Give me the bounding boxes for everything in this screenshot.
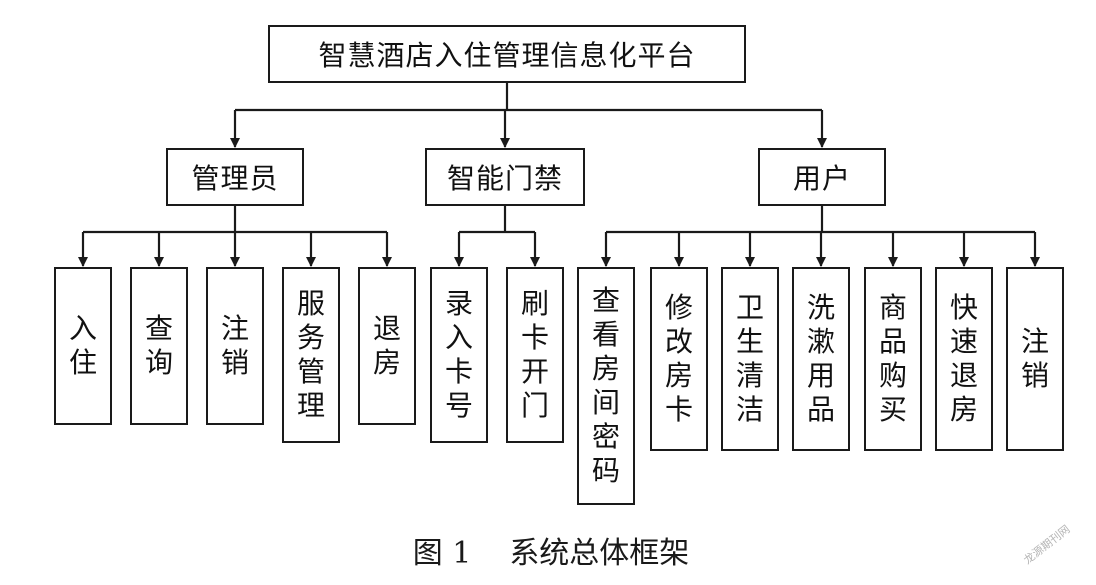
leaf-label: 修改房卡 xyxy=(664,291,693,426)
leaf-node: 快速退房 xyxy=(935,267,993,451)
leaf-node: 卫生清洁 xyxy=(721,267,779,451)
leaf-label: 快速退房 xyxy=(949,291,978,426)
leaf-label: 退房 xyxy=(372,312,401,379)
leaf-node: 刷卡开门 xyxy=(506,267,564,443)
leaf-label: 入住 xyxy=(68,312,97,379)
leaf-label: 注销 xyxy=(220,312,249,379)
leaf-label: 服务管理 xyxy=(296,287,325,422)
root-label: 智慧酒店入住管理信息化平台 xyxy=(318,39,696,72)
leaf-node: 修改房卡 xyxy=(650,267,708,451)
leaf-node: 入住 xyxy=(54,267,112,425)
leaf-label: 刷卡开门 xyxy=(520,287,549,422)
root-node: 智慧酒店入住管理信息化平台 xyxy=(268,25,746,83)
leaf-node: 商品购买 xyxy=(864,267,922,451)
branch-user: 用户 xyxy=(758,148,886,206)
leaf-node: 服务管理 xyxy=(282,267,340,443)
leaf-label: 录入卡号 xyxy=(444,287,473,422)
branch-label: 用户 xyxy=(792,162,851,195)
figure-caption: 图 1 系统总体框架 xyxy=(0,528,1096,572)
leaf-node: 注销 xyxy=(1006,267,1064,451)
leaf-label: 卫生清洁 xyxy=(735,291,764,426)
branch-admin: 管理员 xyxy=(166,148,304,206)
branch-label: 智能门禁 xyxy=(446,162,563,195)
figure-title: 系统总体框架 xyxy=(509,536,690,571)
leaf-label: 查询 xyxy=(144,312,173,379)
leaf-label: 洗漱用品 xyxy=(806,291,835,426)
leaf-node: 查看房间密码 xyxy=(577,267,635,505)
leaf-node: 查询 xyxy=(130,267,188,425)
leaf-node: 注销 xyxy=(206,267,264,425)
branch-label: 管理员 xyxy=(191,162,279,195)
figure-number: 图 1 xyxy=(412,536,472,571)
leaf-label: 查看房间密码 xyxy=(591,284,620,487)
branch-access-control: 智能门禁 xyxy=(425,148,585,206)
leaf-node: 录入卡号 xyxy=(430,267,488,443)
leaf-node: 退房 xyxy=(358,267,416,425)
leaf-label: 注销 xyxy=(1020,325,1049,392)
leaf-label: 商品购买 xyxy=(878,291,907,426)
leaf-node: 洗漱用品 xyxy=(792,267,850,451)
